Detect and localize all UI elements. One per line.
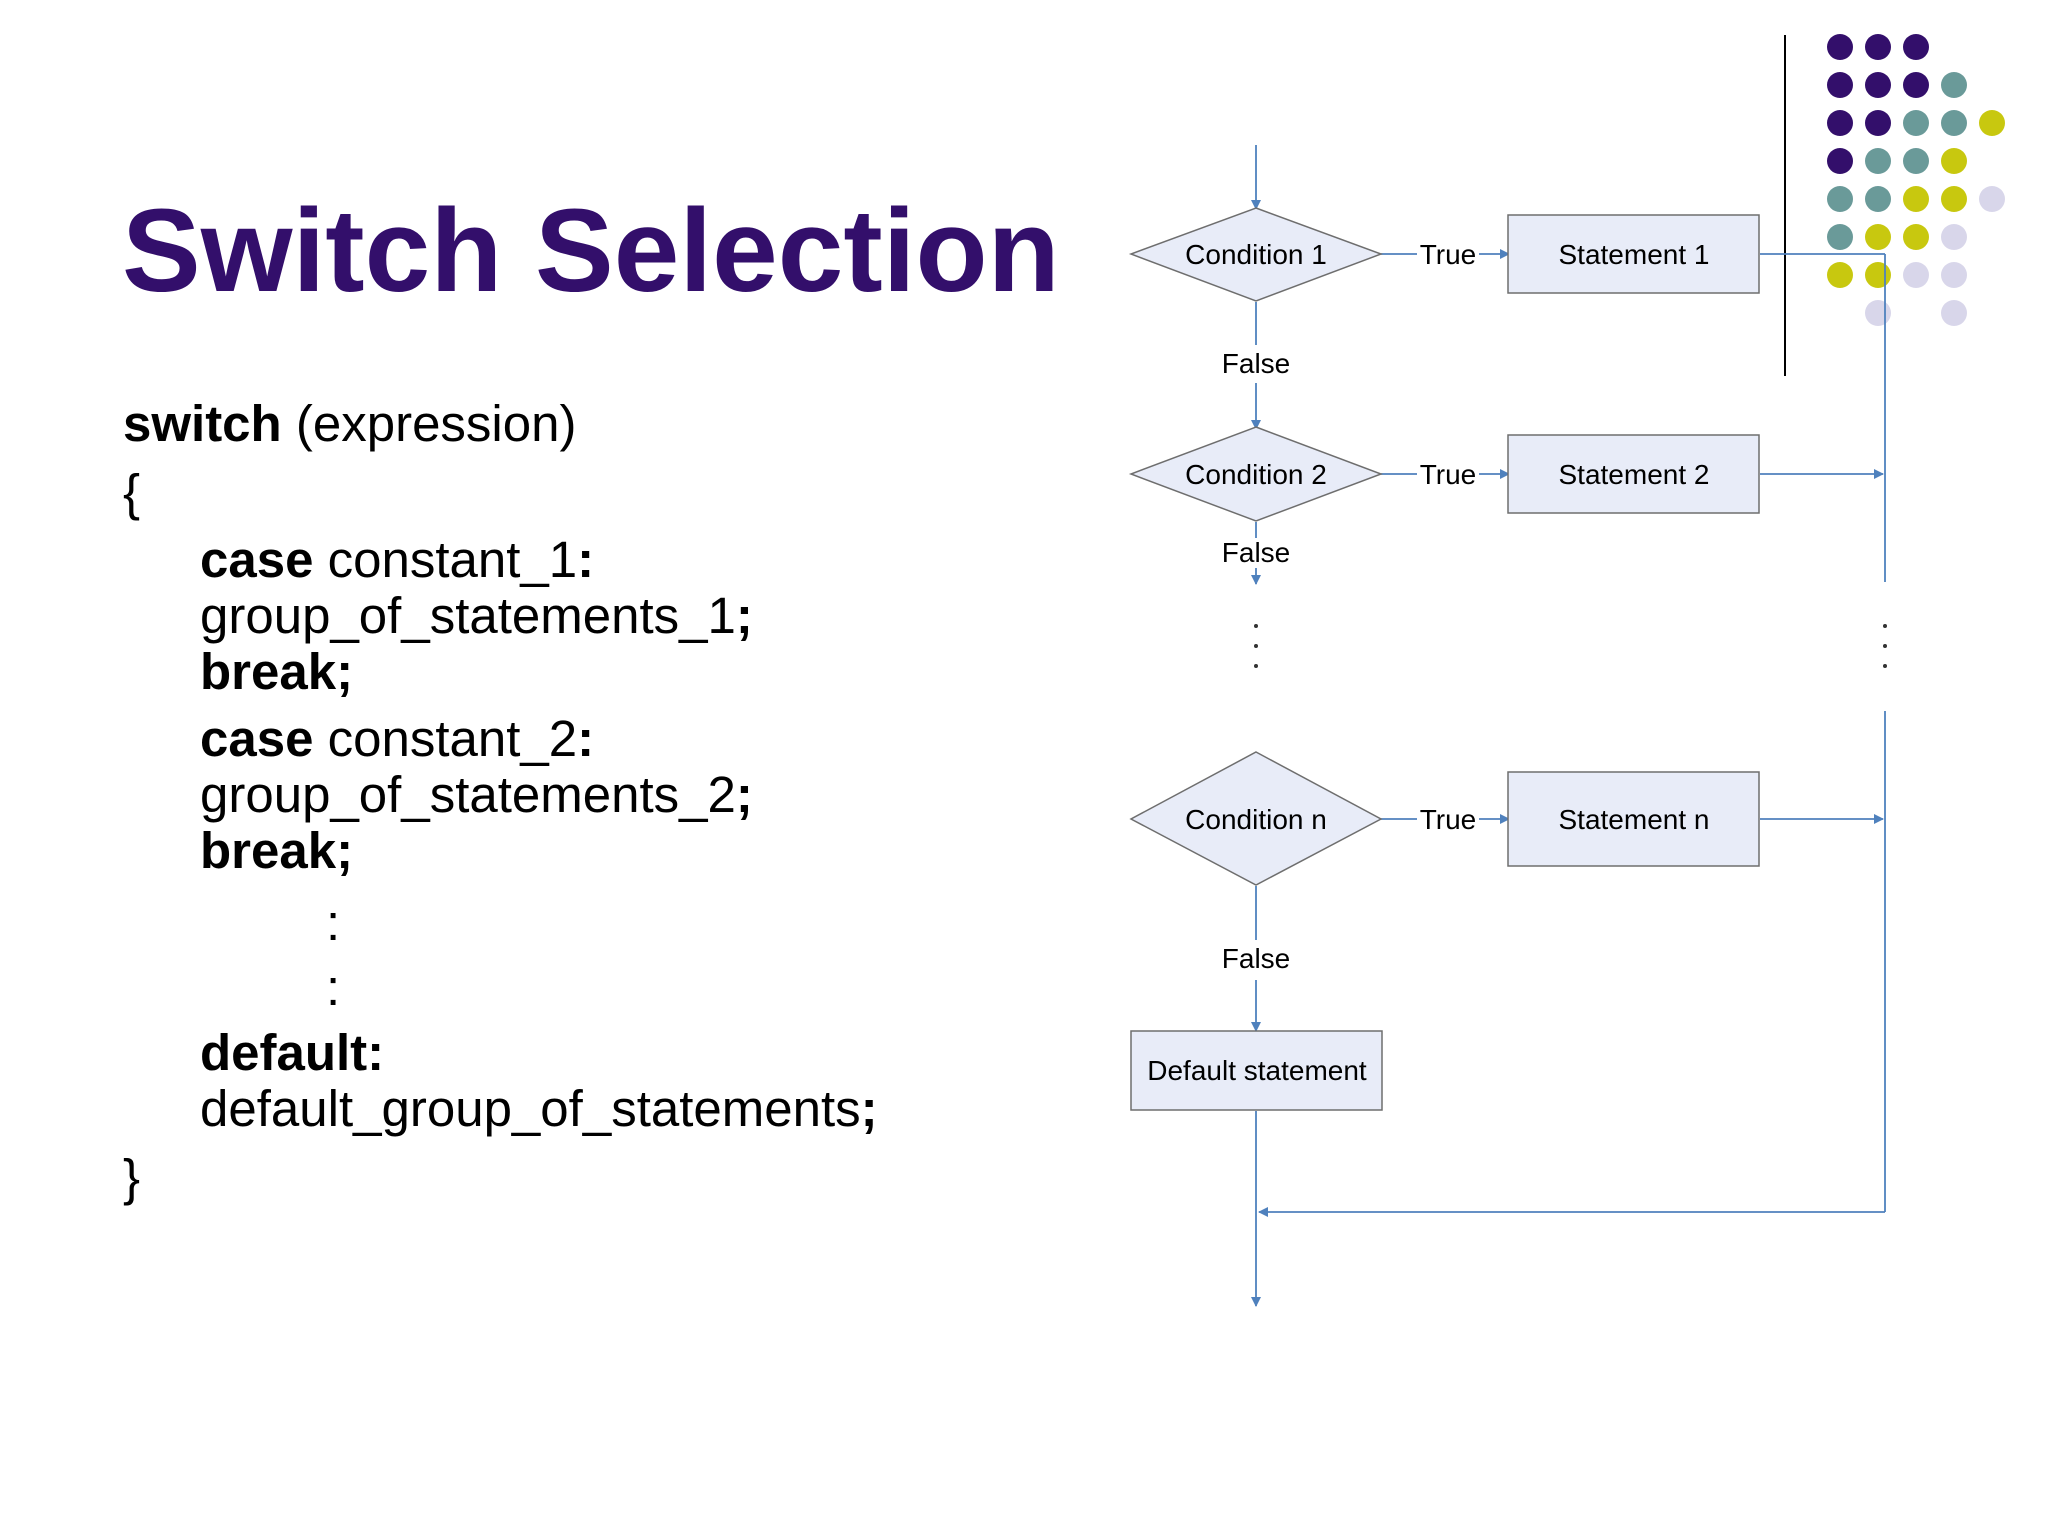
code-keyword-case-1: case	[200, 531, 314, 588]
ellipsis-dot	[1883, 644, 1887, 648]
ellipsis-dot	[1254, 644, 1258, 648]
ellipsis-dot	[1254, 624, 1258, 628]
decorative-dot	[1979, 186, 2005, 212]
decorative-dot	[1865, 110, 1891, 136]
code-default-group: default_group_of_statements	[200, 1080, 861, 1137]
decorative-dot	[1903, 72, 1929, 98]
code-break-1-text: break;	[200, 643, 354, 700]
process-statement-1	[1507, 214, 1760, 294]
code-close-brace: }	[123, 1149, 141, 1206]
code-line-switch: switch (expression)	[123, 396, 576, 452]
code-break-2-text: break;	[200, 822, 354, 879]
condition-n-label: Condition n	[1185, 804, 1327, 835]
code-semicolon-1: ;	[735, 587, 753, 644]
process-statement-n	[1507, 771, 1760, 867]
decorative-dot	[1903, 186, 1929, 212]
decorative-dot	[1865, 224, 1891, 250]
decorative-dot	[1827, 110, 1853, 136]
decorative-dot	[1941, 224, 1967, 250]
decorative-dot	[1941, 262, 1967, 288]
statement-1-label: Statement 1	[1559, 239, 1710, 270]
code-keyword-case-2: case	[200, 710, 314, 767]
statement-n-label: Statement n	[1559, 804, 1710, 835]
process-default-statement	[1130, 1030, 1383, 1111]
code-open-brace: {	[123, 464, 141, 521]
code-ellipsis-1: :	[326, 894, 341, 951]
code-keyword-default: default:	[200, 1024, 385, 1081]
ellipsis-dot	[1883, 624, 1887, 628]
ellipsis-dot	[1254, 664, 1258, 668]
decorative-dot-grid	[1784, 34, 2005, 376]
condition-2-label: Condition 2	[1185, 459, 1327, 490]
decorative-dot	[1941, 72, 1967, 98]
decorative-dot	[1865, 148, 1891, 174]
code-semicolon-2: ;	[735, 766, 753, 823]
code-line-group-1: group_of_statements_1;	[200, 588, 753, 644]
code-constant-1: constant_1	[313, 531, 578, 588]
decorative-dot	[1903, 34, 1929, 60]
decorative-dot	[1827, 262, 1853, 288]
ellipsis-dot	[1883, 664, 1887, 668]
code-default-semicolon: ;	[860, 1080, 878, 1137]
decorative-dot	[1865, 186, 1891, 212]
decision-condition-1	[1128, 207, 1384, 302]
decorative-dot	[1903, 110, 1929, 136]
false-label-1: False	[1222, 348, 1290, 379]
decorative-dot	[1941, 148, 1967, 174]
decorative-dot	[1827, 224, 1853, 250]
code-group-2: group_of_statements_2	[200, 766, 736, 823]
true-label-n: True	[1420, 804, 1477, 835]
code-colon-2: :	[577, 710, 595, 767]
code-keyword-switch: switch	[123, 395, 282, 452]
decision-condition-n	[1129, 751, 1383, 886]
code-constant-2: constant_2	[313, 710, 578, 767]
false-label-2: False	[1222, 537, 1290, 568]
code-line-group-2: group_of_statements_2;	[200, 767, 753, 823]
code-line-default: default:	[200, 1025, 384, 1081]
decorative-dot	[1941, 300, 1967, 326]
decorative-dot	[1827, 148, 1853, 174]
condition-1-label: Condition 1	[1185, 239, 1327, 270]
decision-condition-2	[1128, 426, 1384, 522]
decorative-dot	[1903, 148, 1929, 174]
code-line-case-1: case constant_1:	[200, 532, 594, 588]
default-statement-label: Default statement	[1147, 1055, 1367, 1086]
decorative-dot	[1827, 34, 1853, 60]
decorative-dot	[1903, 224, 1929, 250]
code-line-default-group: default_group_of_statements;	[200, 1081, 878, 1137]
false-label-n: False	[1222, 943, 1290, 974]
decorative-dot	[1865, 34, 1891, 60]
code-break-2: break;	[200, 823, 353, 879]
code-ellipsis-2: :	[326, 959, 341, 1016]
code-line-case-2: case constant_2:	[200, 711, 594, 767]
decorative-dot	[1865, 72, 1891, 98]
decorative-dot	[1979, 110, 2005, 136]
decorative-dot	[1903, 262, 1929, 288]
true-label-1: True	[1420, 239, 1477, 270]
decorative-dot	[1941, 186, 1967, 212]
process-statement-2	[1507, 434, 1760, 514]
code-colon-1: :	[577, 531, 595, 588]
code-expression: (expression)	[281, 395, 577, 452]
decorative-dot	[1827, 186, 1853, 212]
statement-2-label: Statement 2	[1559, 459, 1710, 490]
code-break-1: break;	[200, 644, 353, 700]
code-group-1: group_of_statements_1	[200, 587, 736, 644]
slide-title: Switch Selection	[122, 185, 1060, 317]
decorative-dot	[1941, 110, 1967, 136]
decorative-dot	[1827, 72, 1853, 98]
true-label-2: True	[1420, 459, 1477, 490]
